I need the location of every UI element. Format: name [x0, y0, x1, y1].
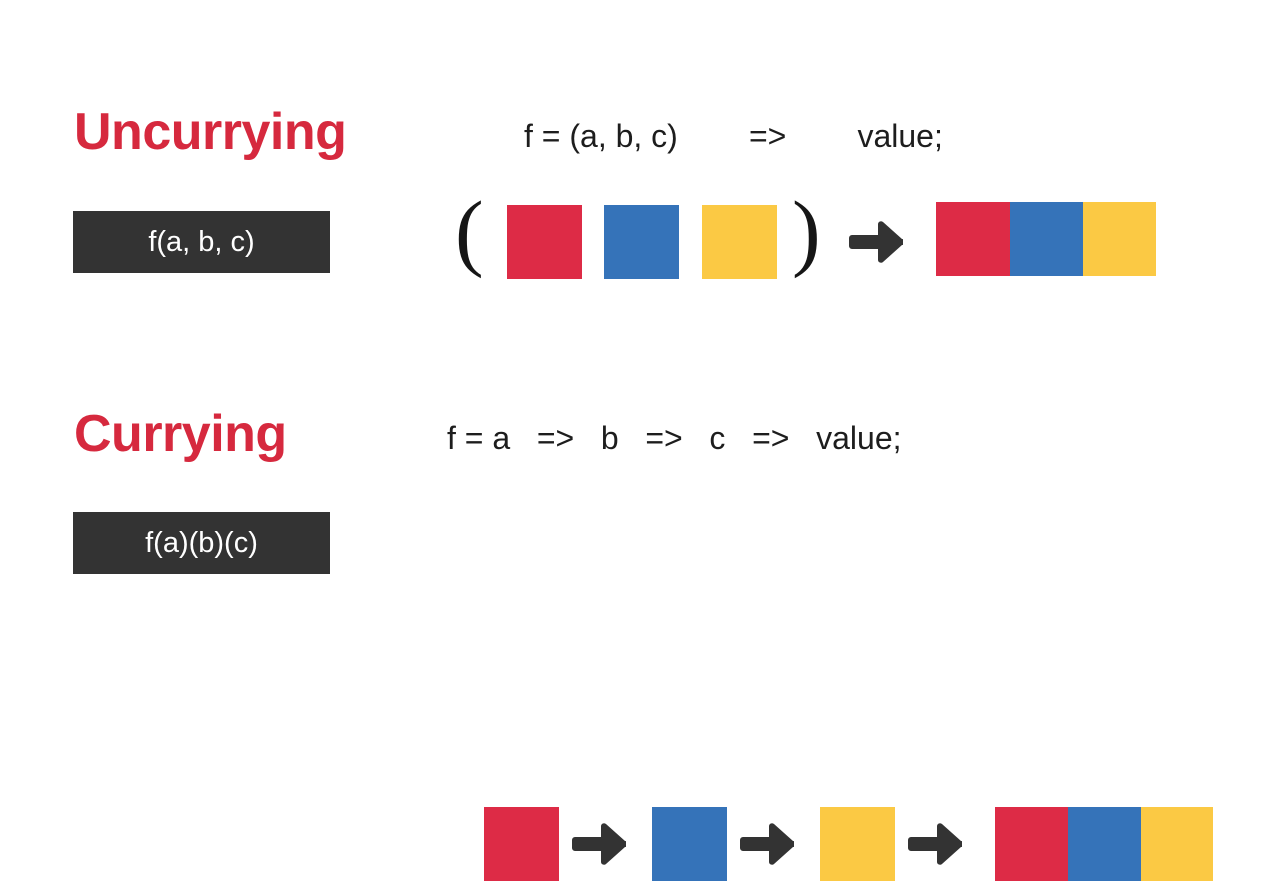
- block-b-result: [1010, 202, 1083, 276]
- diagram-currying: [0, 302, 1280, 881]
- close-paren-glyph: ): [792, 183, 821, 279]
- section-heading-currying: Currying: [74, 405, 287, 463]
- diagram-uncurrying: ( ): [0, 0, 1280, 302]
- block-b-result: [1068, 807, 1141, 881]
- block-c-result: [1083, 202, 1156, 276]
- block-b-step: [652, 807, 727, 881]
- right-arrow-icon: [740, 823, 794, 865]
- section-heading-uncurrying: Uncurrying: [74, 103, 347, 161]
- block-a-result: [936, 202, 1010, 276]
- open-paren-glyph: (: [455, 183, 484, 279]
- merged-result-uncurrying: [936, 202, 1156, 276]
- block-c-input: [702, 205, 777, 279]
- signature-box-uncurrying: f(a, b, c): [73, 211, 330, 273]
- signature-box-currying: f(a)(b)(c): [73, 512, 330, 574]
- block-c-result: [1141, 807, 1213, 881]
- signature-label-currying: f(a)(b)(c): [145, 526, 258, 559]
- block-a-step: [484, 807, 559, 881]
- formula-uncurrying: f = (a, b, c) => value;: [524, 118, 943, 154]
- block-a-input: [507, 205, 582, 279]
- merged-result-currying: [995, 807, 1213, 881]
- right-arrow-icon: [908, 823, 962, 865]
- block-a-result: [995, 807, 1068, 881]
- block-c-step: [820, 807, 895, 881]
- signature-label-uncurrying: f(a, b, c): [148, 225, 255, 258]
- right-arrow-icon: [572, 823, 626, 865]
- block-b-input: [604, 205, 679, 279]
- formula-currying: f = a => b => c => value;: [447, 420, 902, 456]
- right-arrow-icon: [849, 221, 903, 263]
